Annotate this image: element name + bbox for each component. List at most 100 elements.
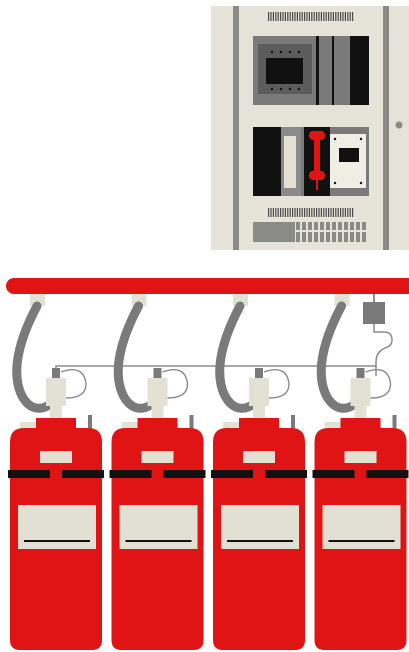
terminal-block bbox=[356, 232, 360, 242]
pressure-gauge bbox=[20, 422, 36, 432]
vent-slit bbox=[347, 208, 349, 217]
terminal-block bbox=[320, 232, 324, 242]
panel-terminal-strip bbox=[253, 222, 295, 242]
strap-buckle bbox=[50, 470, 62, 478]
vent-slit bbox=[308, 12, 310, 21]
panel-module-block bbox=[350, 36, 369, 105]
vent-slit bbox=[272, 12, 274, 21]
valve-actuator bbox=[52, 368, 60, 378]
vent-stub bbox=[291, 415, 295, 429]
cylinder-label bbox=[221, 505, 299, 549]
vent-stub bbox=[88, 415, 92, 429]
panel-module-slot bbox=[316, 36, 319, 105]
strap-buckle bbox=[253, 470, 265, 478]
vent-slit bbox=[328, 12, 330, 21]
vent-slit bbox=[284, 208, 286, 217]
terminal-block bbox=[344, 222, 348, 230]
vent-slit bbox=[352, 208, 354, 217]
vent-slit bbox=[311, 12, 313, 21]
cylinder-shoulder bbox=[137, 418, 178, 432]
cylinder-label-line bbox=[227, 540, 293, 542]
vent-slit bbox=[318, 208, 320, 217]
valve-actuator bbox=[153, 368, 162, 378]
vent-slit bbox=[342, 12, 344, 21]
pilot-line bbox=[60, 369, 87, 399]
panel-terminal-window bbox=[339, 148, 359, 162]
vent-slit bbox=[272, 208, 274, 217]
panel-lock-icon bbox=[395, 121, 403, 129]
gas-extinguisher-cylinder-icon bbox=[312, 294, 409, 650]
vent-stub bbox=[189, 415, 194, 429]
vent-slit bbox=[282, 208, 284, 217]
vent-slit bbox=[320, 12, 322, 21]
cylinder-label bbox=[119, 505, 198, 549]
terminal-block bbox=[332, 222, 336, 230]
vent-slit bbox=[325, 208, 327, 217]
distribution-pipe-icon bbox=[6, 278, 409, 294]
terminal-block bbox=[362, 232, 366, 242]
vent-stub bbox=[392, 415, 397, 429]
vent-slit bbox=[330, 208, 332, 217]
discharge-hose bbox=[215, 301, 258, 413]
terminal-block bbox=[326, 222, 330, 230]
cylinder-bank bbox=[8, 294, 409, 650]
vent-slit bbox=[347, 12, 349, 21]
terminal-block bbox=[356, 222, 360, 230]
vent-slit bbox=[349, 12, 351, 21]
vent-slit bbox=[332, 208, 334, 217]
vent-slit bbox=[277, 12, 279, 21]
vent-slit bbox=[304, 12, 306, 21]
cylinder-label-line bbox=[125, 540, 192, 542]
vent-slit bbox=[294, 208, 296, 217]
discharge-hose bbox=[12, 301, 55, 413]
collar-label bbox=[243, 451, 275, 463]
valve-head bbox=[46, 378, 66, 406]
vent-slit bbox=[340, 208, 342, 217]
vent-slit bbox=[349, 208, 351, 217]
vent-slit bbox=[330, 12, 332, 21]
terminal-block bbox=[302, 232, 306, 242]
vent-slit bbox=[352, 12, 354, 21]
pressure-gauge bbox=[324, 422, 341, 432]
vent-slit bbox=[292, 208, 294, 217]
panel-module-slot bbox=[332, 36, 334, 105]
vent-slit bbox=[294, 12, 296, 21]
terminal-block bbox=[350, 232, 354, 242]
terminal-block bbox=[308, 222, 312, 230]
vent-slit bbox=[296, 12, 298, 21]
cylinder-label bbox=[18, 505, 96, 549]
cylinder-shoulder bbox=[36, 418, 76, 432]
panel-left-rail bbox=[233, 6, 239, 250]
pilot-line bbox=[263, 369, 290, 399]
panel-terminal-blocks bbox=[296, 222, 366, 242]
control-panel bbox=[211, 6, 409, 250]
panel-bottom-vent bbox=[268, 208, 354, 217]
vent-slit bbox=[270, 208, 272, 217]
valve-head bbox=[249, 378, 269, 406]
vent-slit bbox=[316, 208, 318, 217]
terminal-block bbox=[338, 222, 342, 230]
vent-slit bbox=[296, 208, 298, 217]
vent-slit bbox=[337, 12, 339, 21]
vent-slit bbox=[332, 12, 334, 21]
vent-slit bbox=[313, 208, 315, 217]
valve-head bbox=[350, 378, 371, 406]
terminal-block bbox=[296, 232, 300, 242]
valve-neck bbox=[50, 406, 62, 418]
vent-slit bbox=[311, 208, 313, 217]
emergency-telephone-icon bbox=[309, 131, 325, 190]
valve-neck bbox=[253, 406, 265, 418]
strap-buckle bbox=[151, 470, 164, 478]
vent-slit bbox=[268, 208, 270, 217]
vent-slit bbox=[318, 12, 320, 21]
panel-display-screws bbox=[270, 50, 301, 91]
vent-slit bbox=[280, 12, 282, 21]
discharge-hose bbox=[316, 301, 359, 413]
gas-extinguisher-cylinder-icon bbox=[211, 294, 307, 650]
panel-display-screen bbox=[266, 58, 303, 84]
pressure-gauge bbox=[223, 422, 239, 432]
vent-slit bbox=[325, 12, 327, 21]
panel-lower-black-block bbox=[253, 127, 281, 196]
terminal-block bbox=[350, 222, 354, 230]
vent-slit bbox=[289, 208, 291, 217]
